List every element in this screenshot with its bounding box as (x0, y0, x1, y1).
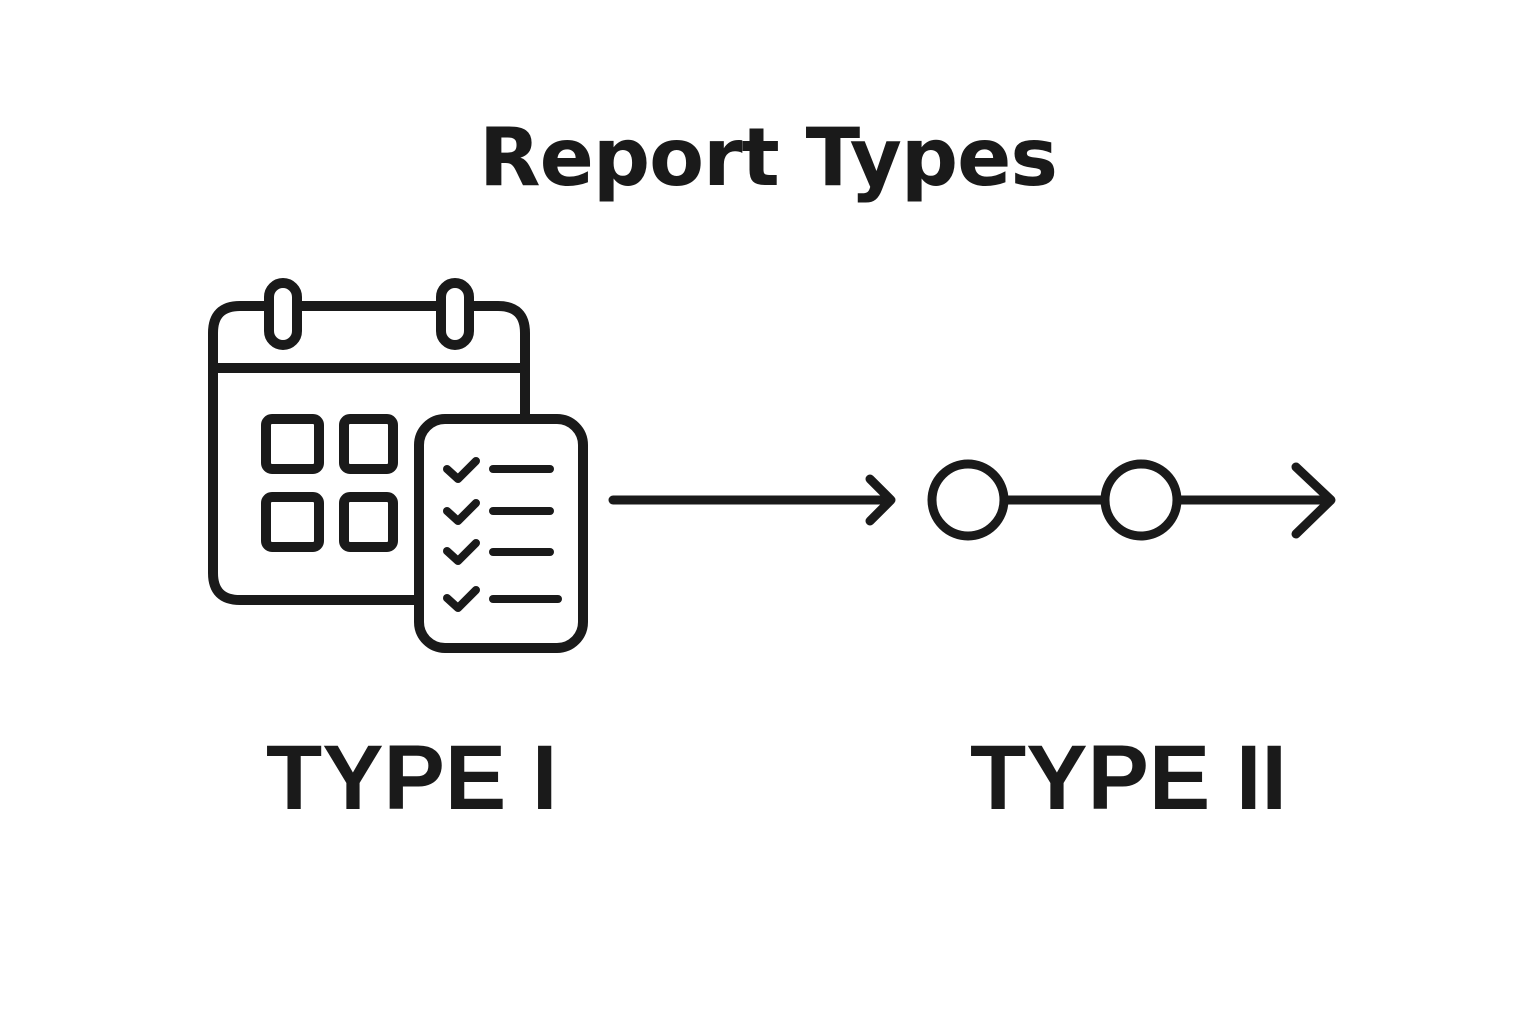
connector-arrow-icon (608, 474, 896, 526)
type-i-label: TYPE I (266, 727, 558, 829)
calendar-checklist-icon (208, 278, 588, 653)
calendar-icon (208, 278, 530, 605)
page-title: Report Types (479, 111, 1058, 204)
type-ii-label: TYPE II (970, 727, 1287, 829)
checklist-icon (414, 414, 588, 653)
timeline-arrow-icon (927, 459, 1336, 541)
